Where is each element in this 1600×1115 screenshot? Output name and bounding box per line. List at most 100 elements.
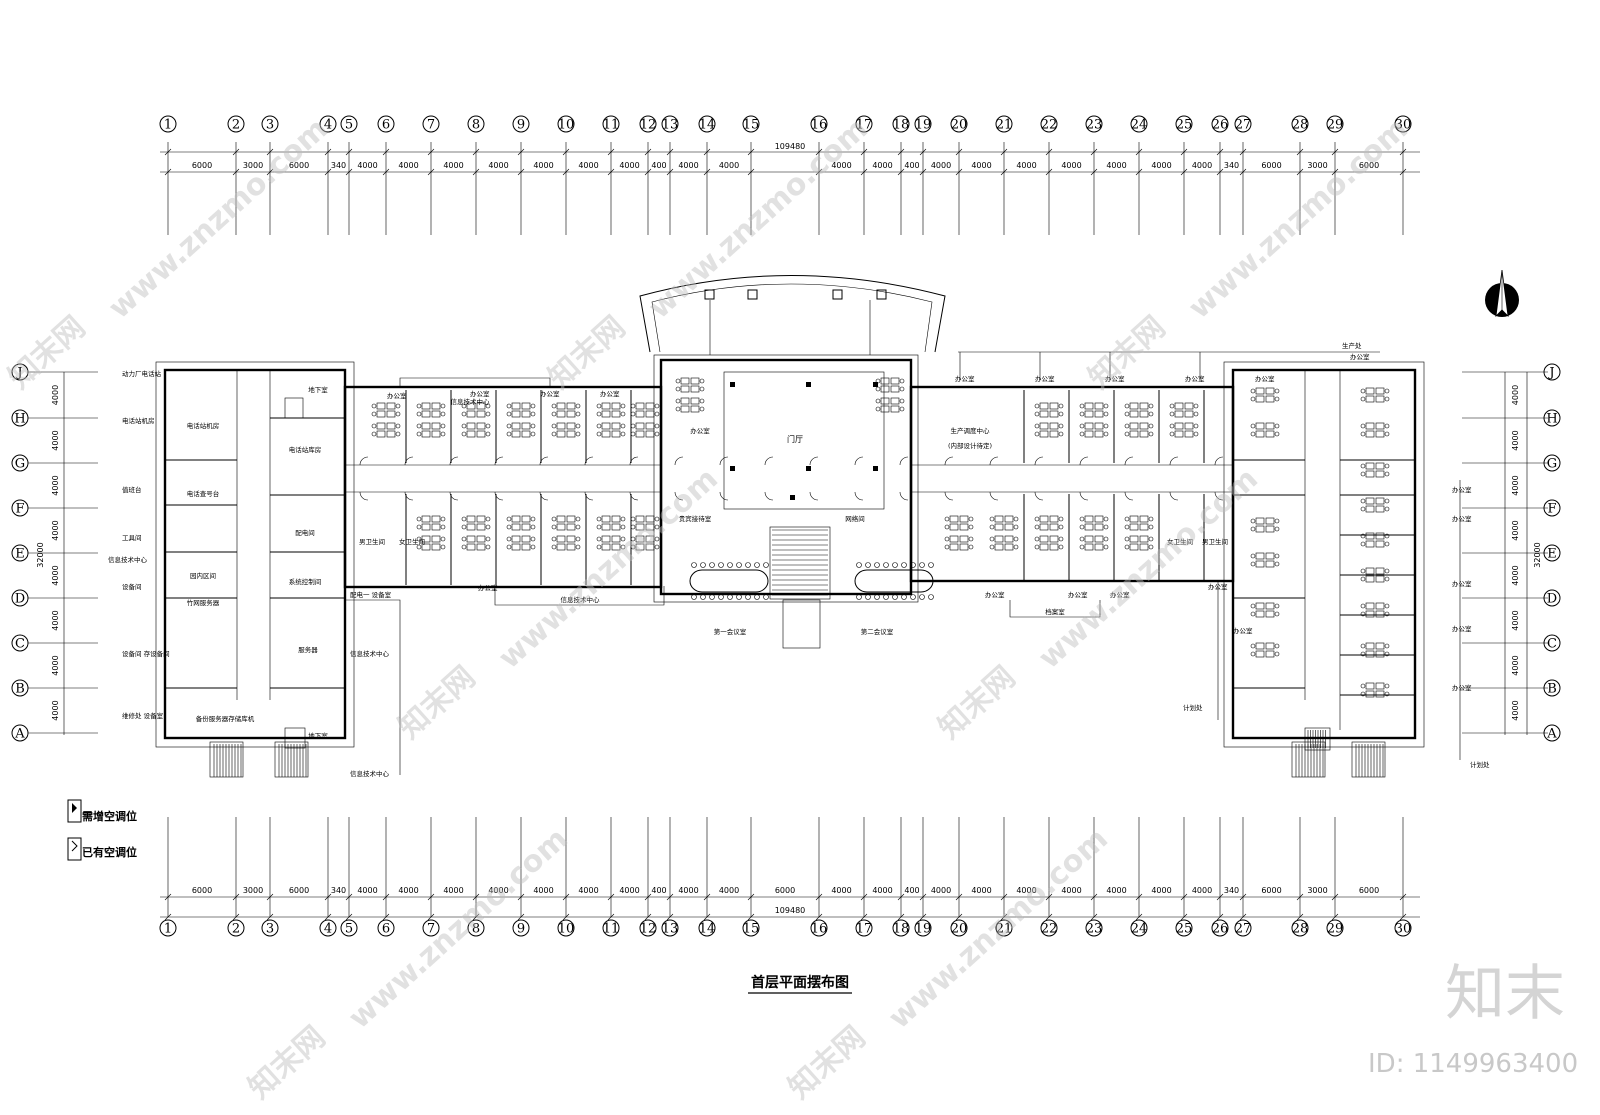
grid-bubble-15	[742, 919, 760, 937]
grid-label-24: 24	[1131, 118, 1148, 133]
grid-bubble-23	[1085, 115, 1103, 133]
row-span-dim: 4000	[51, 655, 60, 675]
room-labels: 门厅 信息技术中心 办公室 办公室 办公室 办公室 办公室 办公室 办公室 办公…	[108, 341, 1490, 778]
grid-bubble-12	[639, 919, 657, 937]
desk-cluster	[506, 422, 536, 438]
grid-bubble-22	[1040, 919, 1058, 937]
grid-bubble-8	[467, 115, 485, 133]
row-label-C: C	[15, 637, 25, 652]
desk-cluster	[1034, 535, 1064, 551]
legend: 需增空调位 已有空调位	[67, 799, 137, 861]
span-dim: 4000	[931, 161, 951, 170]
span-dim: 4000	[872, 886, 892, 895]
grid-bubble-3	[261, 919, 279, 937]
row-label-J: J	[15, 366, 22, 381]
watermark-7: 知末网	[392, 660, 482, 746]
watermark-12: www.znzmo.com	[342, 821, 575, 1036]
row-label-G: G	[15, 457, 25, 472]
span-dim: 4000	[357, 886, 377, 895]
span-dim: 4000	[443, 161, 463, 170]
grid-label-22: 22	[1041, 118, 1058, 133]
span-dim: 6000	[192, 886, 212, 895]
desk-cluster	[630, 422, 660, 438]
row-bubble-B	[1543, 679, 1561, 697]
row-label-G: G	[1547, 457, 1557, 472]
grid-bubble-22	[1040, 115, 1058, 133]
span-dim: 4000	[1106, 161, 1126, 170]
desk-cluster	[1360, 422, 1390, 438]
grid-label-12: 12	[640, 922, 657, 937]
label-power-dispatch: 动力厂电话站	[122, 369, 162, 378]
grid-label-27: 27	[1235, 118, 1252, 133]
grid-label-20: 20	[951, 922, 968, 937]
right-row-axis: JHGFEDCBA4000400040004000400040004000400…	[1462, 363, 1561, 742]
watermark-11: 知末网	[242, 1020, 332, 1106]
label-wiring: 竹网服务器	[187, 598, 220, 607]
span-dim: 400	[651, 886, 666, 895]
span-dim: 4000	[1151, 161, 1171, 170]
row-span-dim: 4000	[1511, 520, 1520, 540]
grid-bubble-29	[1326, 115, 1344, 133]
grid-label-21: 21	[996, 118, 1013, 133]
label-tool-room: 工具间	[122, 534, 142, 542]
grid-label-14: 14	[699, 922, 716, 937]
grid-bubble-16	[810, 919, 828, 937]
desk-cluster	[551, 402, 581, 418]
grid-bubble-8	[467, 919, 485, 937]
grid-label-19: 19	[915, 922, 932, 937]
desk-cluster	[1360, 387, 1390, 403]
label-yard-room: 园内区间	[190, 571, 216, 580]
grid-bubble-25	[1175, 115, 1193, 133]
label-equipment-room: 设备间	[122, 582, 142, 591]
grid-label-29: 29	[1327, 922, 1344, 937]
row-span-dim: 4000	[51, 700, 60, 720]
grid-bubble-6	[377, 919, 395, 937]
desk-cluster	[1250, 642, 1280, 658]
row-bubble-F	[1543, 499, 1561, 517]
grid-label-18: 18	[893, 922, 910, 937]
desk-cluster	[371, 402, 401, 418]
grid-label-5: 5	[345, 922, 353, 937]
desk-cluster	[1079, 515, 1109, 531]
row-label-F: F	[1547, 502, 1556, 517]
grid-bubble-17	[855, 115, 873, 133]
grid-label-30: 30	[1395, 118, 1412, 133]
desk-cluster	[1169, 422, 1199, 438]
desk-cluster	[461, 515, 491, 531]
grid-label-19: 19	[915, 118, 932, 133]
watermark-5: 知末网	[1082, 310, 1172, 396]
grid-bubble-10	[557, 919, 575, 937]
label-underground-bottom: 地下室	[308, 731, 328, 740]
grid-bubble-27	[1234, 919, 1252, 937]
grid-label-10: 10	[558, 118, 575, 133]
desk-cluster	[506, 535, 536, 551]
span-dim: 4000	[1192, 161, 1212, 170]
desk-cluster	[1124, 515, 1154, 531]
grid-bubble-5	[340, 919, 358, 937]
desk-cluster	[1124, 422, 1154, 438]
label-office-8: 办公室	[1185, 374, 1205, 383]
grid-bubble-10	[557, 115, 575, 133]
span-dim: 340	[331, 886, 346, 895]
desk-cluster	[1250, 552, 1280, 568]
grid-label-9: 9	[517, 118, 525, 133]
grid-label-3: 3	[266, 118, 274, 133]
grid-bubble-13	[661, 115, 679, 133]
desk-cluster	[416, 515, 446, 531]
row-bubble-G	[1543, 454, 1561, 472]
grid-bubble-1	[159, 919, 177, 937]
label-planning-1: 计划处	[1183, 703, 1203, 712]
label-office-13: 办公室	[1068, 590, 1088, 599]
row-span-dim: 4000	[1511, 385, 1520, 405]
label-male-wc-east: 男卫生间	[1202, 537, 1228, 546]
span-dim: 400	[651, 161, 666, 170]
span-dim: 4000	[719, 161, 739, 170]
span-dim: 400	[904, 886, 919, 895]
row-span-dim: 4000	[1511, 430, 1520, 450]
label-office-4: 办公室	[600, 389, 620, 398]
span-dim: 4000	[678, 161, 698, 170]
grid-bubble-11	[602, 115, 620, 133]
grid-bubble-26	[1211, 115, 1229, 133]
desk-cluster	[1034, 402, 1064, 418]
row-label-H: H	[14, 412, 25, 427]
